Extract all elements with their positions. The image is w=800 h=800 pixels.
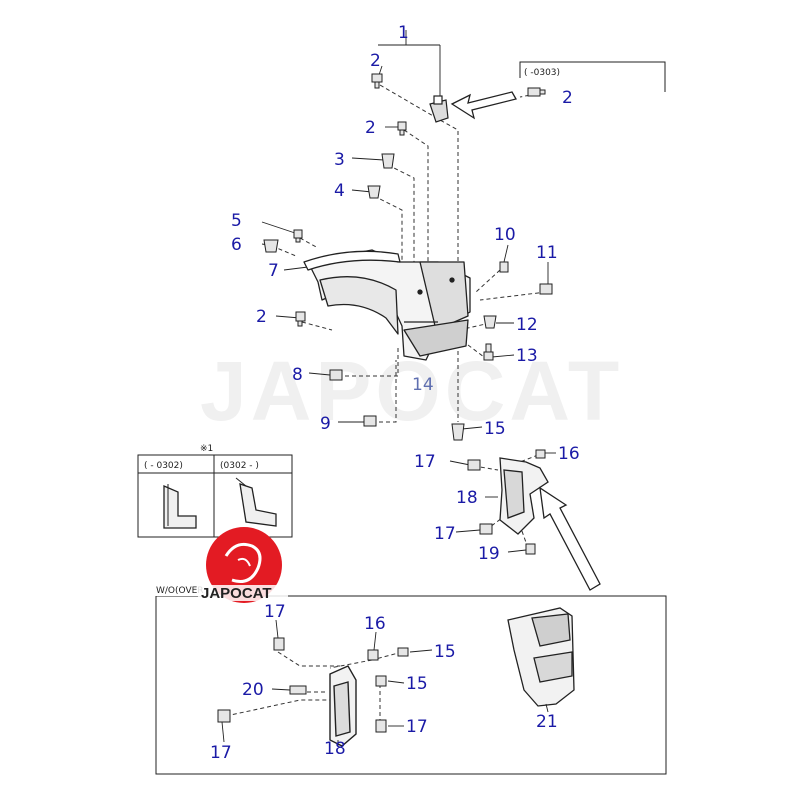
fastener-icons — [263, 73, 553, 555]
callout-11: 11 — [536, 243, 558, 263]
callout-16: 16 — [558, 444, 580, 464]
callout-17a: 17 — [414, 452, 436, 472]
callout-2a: 2 — [370, 51, 381, 71]
callout-9: 9 — [320, 414, 331, 434]
callout-5: 5 — [231, 211, 242, 231]
inset-left-mark: ※1 — [200, 444, 213, 454]
bolt-icon — [467, 459, 481, 471]
clip-icon — [375, 675, 387, 687]
callout-b16: 16 — [364, 614, 386, 634]
bolt-icon — [367, 649, 379, 661]
watermark-text: JAPOCAT — [200, 344, 623, 438]
fender-liner-21 — [507, 607, 575, 707]
clip-icon — [367, 185, 381, 199]
callout-1: 1 — [398, 23, 409, 43]
callout-12: 12 — [516, 315, 538, 335]
bolt-icon — [525, 543, 536, 555]
clip-icon — [263, 239, 279, 253]
bolt-icon — [289, 685, 307, 695]
bolt-icon — [397, 121, 407, 136]
inset-top-right: ( -0303) — [519, 61, 666, 92]
callout-2d: 2 — [256, 307, 267, 327]
callout-b18: 18 — [324, 739, 346, 759]
inset-bottom-title: W/O(OVER — [156, 586, 204, 596]
clip-icon — [451, 423, 465, 441]
bolt-icon — [273, 637, 285, 651]
bolt-icon — [293, 229, 303, 243]
callout-6: 6 — [231, 235, 242, 255]
callout-2b: 2 — [562, 88, 573, 108]
arrow-icon — [539, 486, 601, 591]
callout-8: 8 — [292, 365, 303, 385]
clip-icon — [483, 315, 497, 329]
callout-b15a: 15 — [434, 642, 456, 662]
bolt-icon — [397, 647, 409, 657]
callout-b20: 20 — [242, 680, 264, 700]
callout-b17c: 17 — [210, 743, 232, 763]
bolt-icon — [217, 709, 231, 723]
logo-icon — [206, 527, 282, 603]
bolt-icon — [535, 449, 546, 459]
bolt-icon — [483, 343, 494, 361]
japocat-logo: JAPOCAT — [198, 527, 288, 603]
callout-2c: 2 — [365, 118, 376, 138]
bolt-icon — [527, 87, 546, 97]
bolt-icon — [375, 719, 387, 733]
mud-flap-18 — [499, 457, 549, 535]
inset-left-col2: (0302 - ) — [220, 461, 259, 471]
callout-13: 13 — [516, 346, 538, 366]
callout-b17a: 17 — [264, 602, 286, 622]
callout-15: 15 — [484, 419, 506, 439]
callout-18: 18 — [456, 488, 478, 508]
callout-10: 10 — [494, 225, 516, 245]
inset-top-note: ( -0303) — [524, 68, 560, 78]
callout-b17b: 17 — [406, 717, 428, 737]
callout-b21: 21 — [536, 712, 558, 732]
callout-7: 7 — [268, 261, 279, 281]
fender-assembly — [303, 249, 471, 361]
bolt-icon — [499, 261, 509, 273]
clip-icon — [381, 153, 395, 169]
callout-3: 3 — [334, 150, 345, 170]
bolt-icon — [479, 523, 493, 535]
inset-left-col1: ( - 0302) — [144, 461, 183, 471]
bolt-icon — [371, 73, 383, 89]
callouts: 1 2 2 2 3 4 5 6 7 2 8 9 10 11 12 13 14 1… — [210, 23, 580, 763]
callout-b15b: 15 — [406, 674, 428, 694]
logo-text: JAPOCAT — [201, 585, 272, 602]
bolt-icon — [329, 369, 343, 381]
inset-bottom-box: W/O(OVER — [154, 582, 667, 775]
mud-flap-18-lower — [329, 665, 357, 747]
inset-left-box: ※1 ( - 0302) (0302 - ) — [137, 444, 293, 538]
clip-part-1 — [429, 95, 449, 123]
callout-14: 14 — [412, 375, 434, 395]
arrow-icon — [450, 91, 517, 120]
bolt-icon — [539, 283, 553, 295]
callout-19: 19 — [478, 544, 500, 564]
callout-4: 4 — [334, 181, 345, 201]
bolt-icon — [363, 415, 377, 427]
bolt-icon — [295, 311, 306, 327]
callout-17b: 17 — [434, 524, 456, 544]
